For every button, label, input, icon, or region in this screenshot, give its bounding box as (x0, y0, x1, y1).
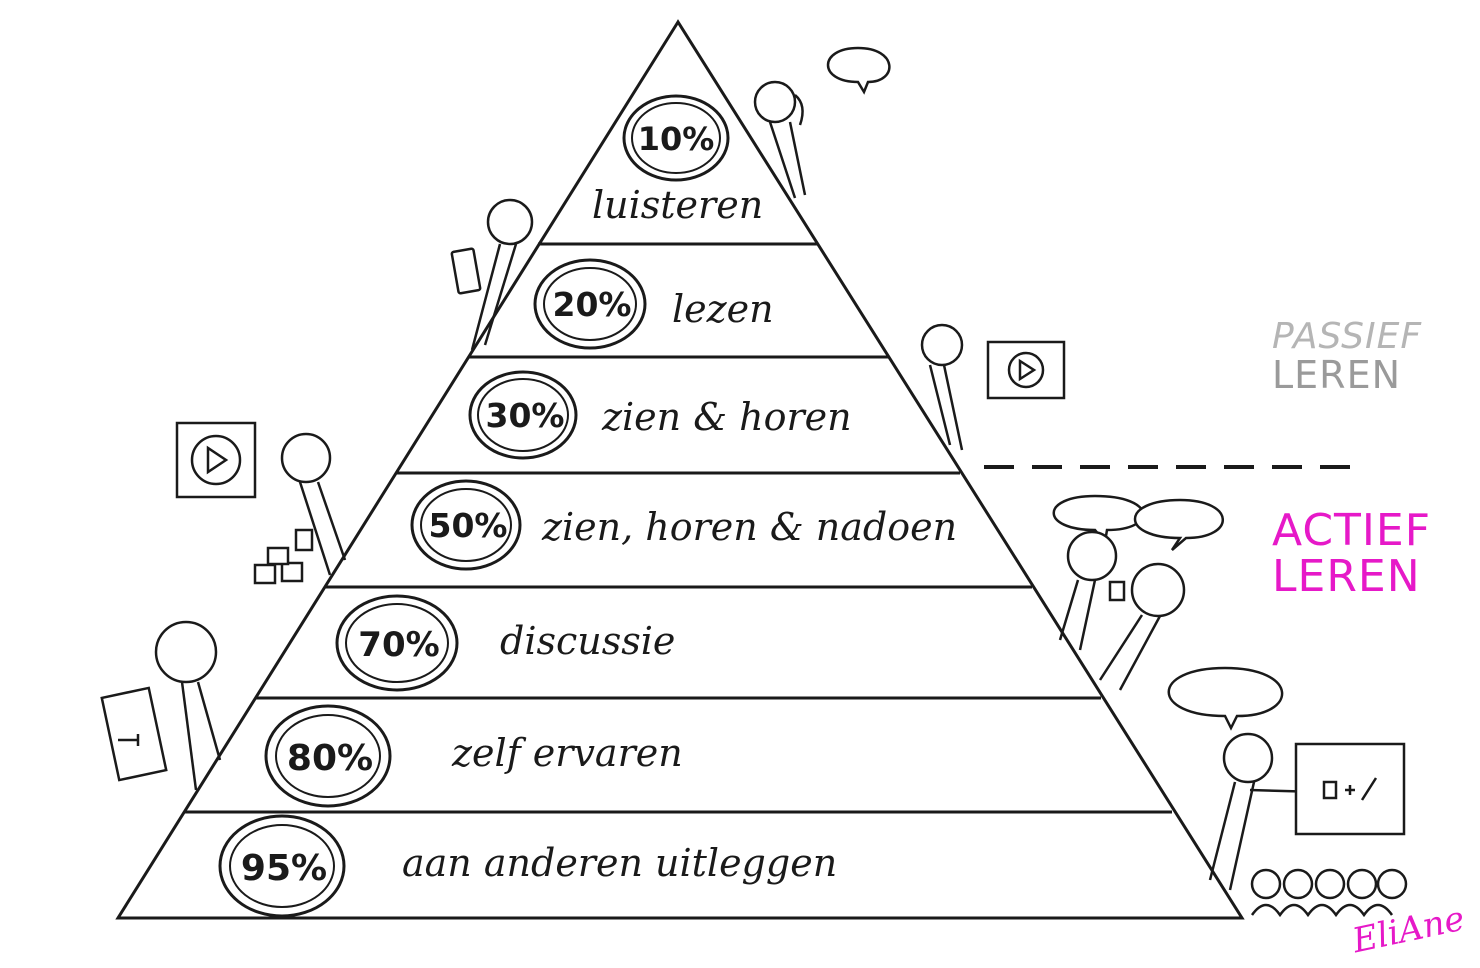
pyramid-outline (115, 19, 1245, 920)
tier-label: zelf ervaren (451, 731, 683, 775)
play-icon (190, 434, 242, 486)
percent-label: 10% (638, 120, 715, 158)
tier-label: zien, horen & nadoen (541, 505, 957, 549)
percent-label: 30% (486, 396, 565, 435)
tier-label: aan anderen uitleggen (402, 841, 837, 885)
percent-label: 70% (358, 625, 439, 665)
percent-badge: 10% (622, 94, 730, 182)
viewer-figure-right (920, 323, 1066, 451)
active-learning-label: ACTIEF LEREN (1272, 505, 1432, 603)
percent-label: 95% (241, 848, 327, 889)
passive-learning-label: PASSIEF LEREN (1272, 318, 1422, 396)
percent-badge: 30% (468, 370, 578, 460)
experience-figure (100, 620, 222, 791)
percent-badge: 20% (533, 258, 647, 350)
active-label-line1: ACTIEF (1272, 505, 1432, 556)
tier-label: luisteren (592, 183, 763, 227)
speech-bubble-icon (1134, 498, 1224, 551)
percent-badge: 95% (218, 814, 346, 918)
speech-bubble-icon (826, 46, 891, 95)
percent-badges: 10% 20% 30% 50% 70% 80% (218, 94, 730, 918)
tier-label: discussie (500, 619, 675, 663)
audience (1250, 868, 1408, 918)
percent-badge: 70% (335, 594, 459, 692)
speech-bubble-icon (1167, 666, 1284, 731)
active-label-line2: LEREN (1272, 551, 1421, 603)
teacher-figure (1167, 666, 1408, 918)
percent-label: 80% (287, 738, 373, 779)
percent-badge: 80% (264, 704, 392, 808)
viewer-figure-left (175, 421, 347, 585)
tier-label: zien & horen (601, 395, 852, 439)
tablet-icon (450, 247, 482, 295)
blocks-icon (253, 528, 314, 585)
figures (100, 46, 1408, 918)
tier-label: lezen (672, 287, 774, 331)
percent-badge: 50% (410, 479, 522, 571)
tier-labels: luisteren lezen zien & horen zien, horen… (402, 183, 957, 885)
pyramid (115, 19, 1245, 920)
passive-label-line2: LEREN (1272, 352, 1402, 397)
discussion-figures (1052, 494, 1224, 691)
whiteboard-icon (100, 686, 168, 782)
percent-label: 50% (429, 506, 508, 545)
passive-label-line1: PASSIEF (1272, 316, 1423, 357)
reader-figure (450, 198, 534, 351)
listener-figure (753, 46, 891, 199)
play-icon (1007, 351, 1045, 389)
percent-label: 20% (553, 285, 632, 324)
